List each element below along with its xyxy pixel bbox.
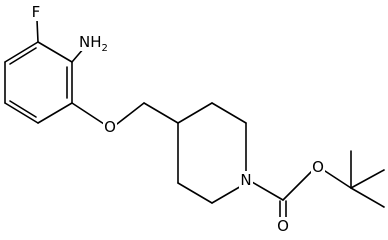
- bond-ester-o-tbu-c: [324, 170, 352, 189]
- bond-tbu-methyl-right-up: [350, 169, 385, 189]
- bond-pip-n-c2b: [211, 184, 244, 204]
- bond-c-f: [36, 19, 39, 43]
- bond-ring-a3-a4: [37, 102, 73, 124]
- bond-ring-a4-a5: [4, 102, 39, 124]
- bond-layer: [4, 19, 385, 220]
- atom-label-layer: F NH2 O N O O: [30, 3, 325, 235]
- amine-subscript: 2: [102, 43, 108, 54]
- ester-oxygen-label-bg: [311, 158, 325, 176]
- bond-pip-c4-c3a: [177, 102, 213, 124]
- bond-o-ch2: [116, 102, 145, 125]
- carbonyl-oxygen-label-bg: [276, 217, 290, 235]
- bond-pip-c3a-c2a: [211, 102, 247, 124]
- ring-nitrogen-label-bg: [239, 171, 253, 189]
- bond-ring-a6-a1: [4, 41, 39, 63]
- amine-label-bg: [78, 33, 112, 51]
- bond-carbonyl-c-ester-o: [282, 170, 313, 201]
- amine-atom-label: NH2: [79, 33, 108, 54]
- ester-oxygen-atom-label: O: [312, 158, 324, 176]
- bond-tbu-methyl-right-down: [350, 187, 385, 208]
- bond-pip-c2b-c3b: [177, 182, 213, 204]
- bond-ch2-c4: [143, 102, 179, 124]
- ether-oxygen-atom-label: O: [104, 118, 116, 136]
- ring-nitrogen-atom-label: N: [240, 171, 251, 189]
- ether-oxygen-label-bg: [103, 118, 117, 136]
- carbonyl-oxygen-atom-label: O: [277, 217, 289, 235]
- fluorine-label-bg: [30, 3, 42, 21]
- bond-c-o-ether: [71, 102, 105, 125]
- fluorine-atom-label: F: [32, 3, 41, 21]
- amine-nh: NH: [79, 33, 102, 51]
- bond-aromatic-inner-3: [9, 47, 37, 65]
- bond-aromatic-inner-2: [9, 100, 37, 118]
- bond-ring-a1-a2: [37, 41, 73, 63]
- bond-n-carbonyl-c: [251, 181, 284, 201]
